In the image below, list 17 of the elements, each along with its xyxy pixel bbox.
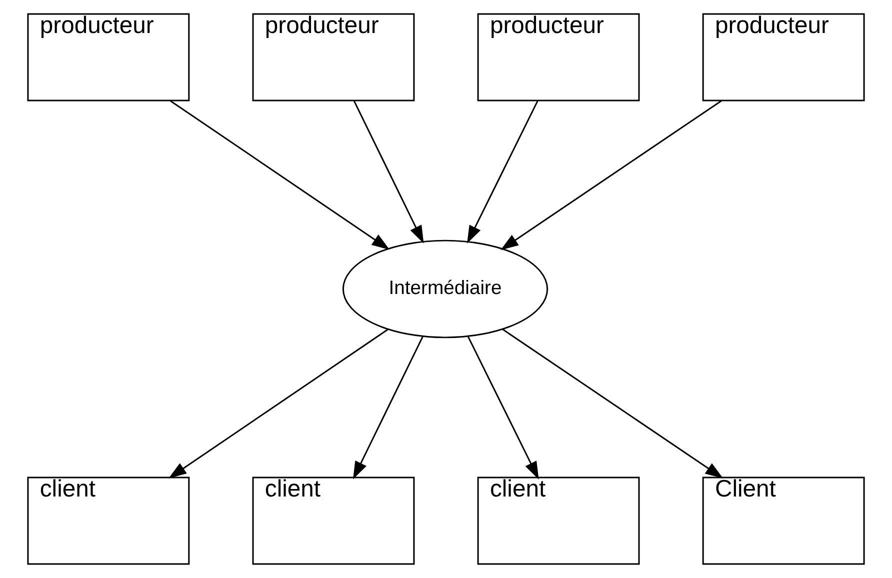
arrow — [467, 336, 539, 480]
node-box: producteur — [477, 13, 640, 102]
node-ellipse: Intermédiaire — [342, 240, 548, 338]
node-box: client — [252, 476, 415, 565]
node-box: producteur — [702, 13, 865, 102]
node-box: producteur — [27, 13, 190, 102]
arrow — [500, 100, 722, 250]
arrow — [168, 328, 389, 478]
node-box: client — [477, 476, 640, 565]
arrow — [467, 100, 538, 244]
node-box: producteur — [252, 13, 415, 102]
arrow — [170, 100, 390, 250]
arrow — [353, 100, 424, 244]
node-box: Client — [702, 476, 865, 565]
node-box: client — [27, 476, 190, 565]
arrow — [353, 336, 424, 480]
arrow — [502, 328, 724, 478]
